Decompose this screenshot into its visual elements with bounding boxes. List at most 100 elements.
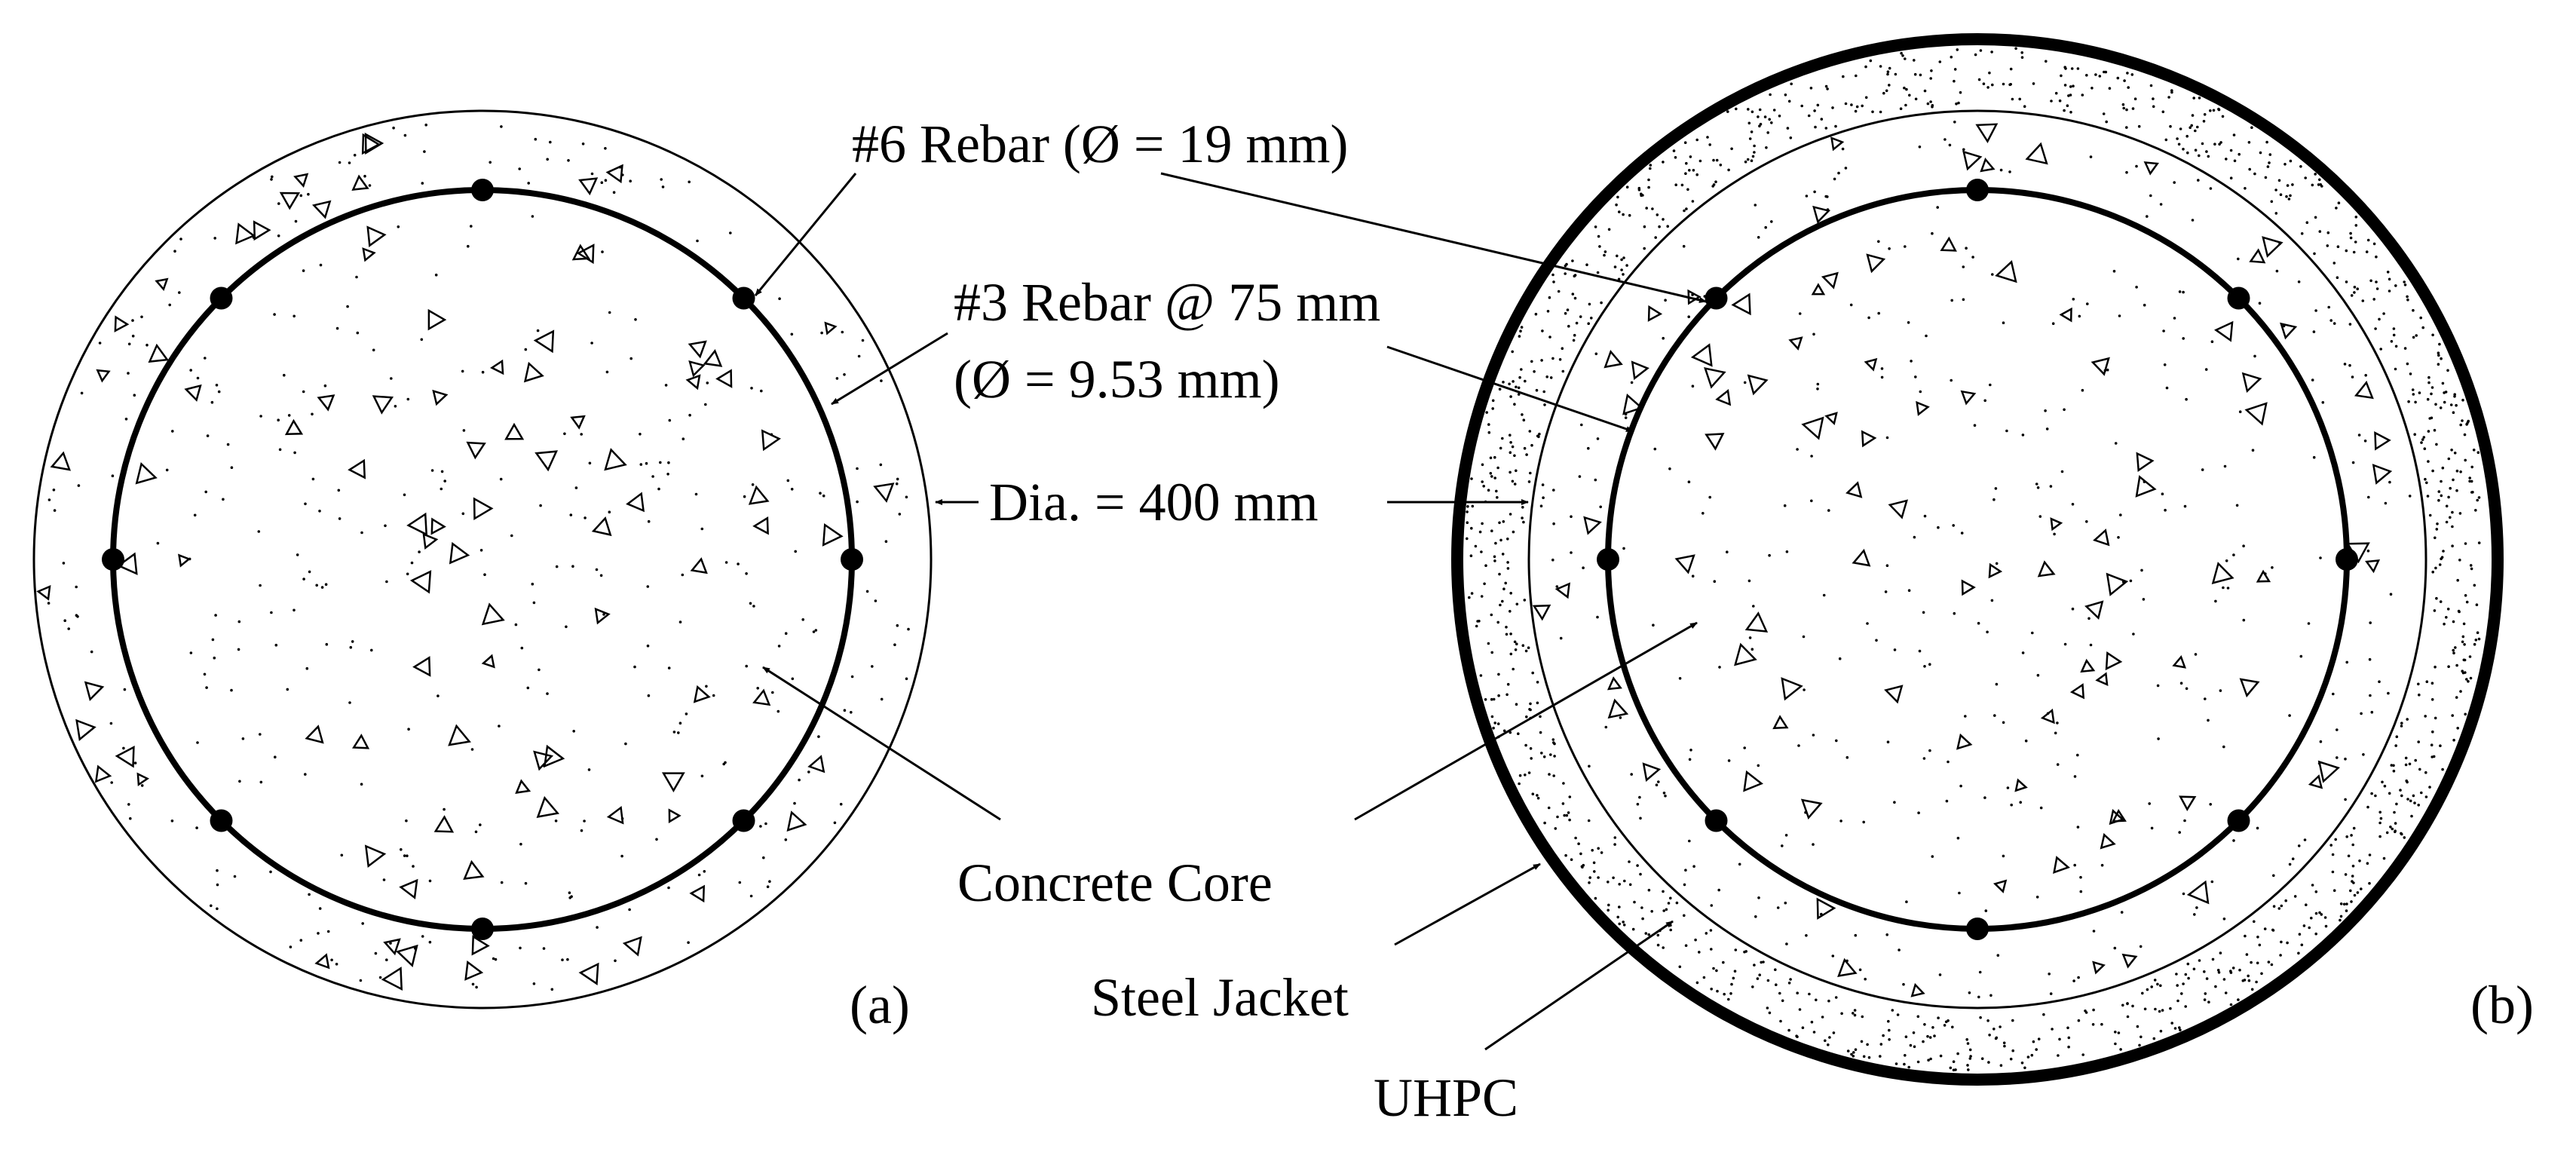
- sand-dot: [704, 403, 707, 406]
- sand-dot: [1579, 852, 1582, 856]
- sand-dot: [1904, 57, 1907, 60]
- sand-dot: [2441, 767, 2444, 771]
- sand-dot: [2461, 398, 2464, 402]
- aggregate-triangle: [348, 458, 366, 479]
- sand-dot: [2406, 298, 2409, 302]
- sand-dot: [1570, 551, 1573, 554]
- sand-dot: [791, 677, 795, 681]
- sand-dot: [1918, 146, 1922, 149]
- sand-dot: [2182, 290, 2185, 294]
- sand-dot: [2224, 991, 2228, 994]
- sand-dot: [1936, 206, 1939, 209]
- sand-dot: [2394, 284, 2397, 287]
- sand-dot: [634, 318, 637, 321]
- sand-dot: [1524, 379, 1527, 383]
- aggregate-triangle: [399, 878, 418, 899]
- sand-dot: [382, 878, 386, 881]
- longitudinal-rebar: [1705, 809, 1728, 832]
- sand-dot: [2106, 368, 2109, 372]
- sand-dot: [2463, 433, 2467, 437]
- sand-dot: [324, 583, 328, 586]
- sand-dot: [2474, 639, 2478, 642]
- sand-dot: [1979, 1016, 1982, 1019]
- sand-dot: [542, 764, 546, 767]
- sand-dot: [2350, 900, 2353, 903]
- sand-dot: [206, 434, 210, 437]
- sand-dot: [1530, 360, 1533, 363]
- sand-dot: [687, 941, 690, 944]
- aggregate-triangle: [1884, 685, 1904, 704]
- sand-dot: [1511, 445, 1515, 449]
- sand-dot: [1909, 1043, 1913, 1047]
- sand-dot: [390, 377, 393, 380]
- sand-dot: [274, 643, 278, 647]
- sand-dot: [2042, 1013, 2045, 1016]
- sand-dot: [2441, 381, 2445, 385]
- sand-dot: [1937, 525, 1940, 529]
- sand-dot: [230, 466, 234, 469]
- sand-dot: [655, 838, 658, 841]
- sand-dot: [1990, 51, 1993, 54]
- sand-dot: [1756, 977, 1760, 980]
- sand-dot: [2008, 170, 2011, 173]
- sand-dot: [1521, 644, 1525, 647]
- sand-dot: [1506, 561, 1509, 564]
- aggregate-triangle: [2280, 322, 2298, 340]
- sand-dot: [2266, 165, 2270, 168]
- aggregate-triangle: [464, 961, 484, 981]
- sand-dot: [2470, 491, 2473, 494]
- sand-dot: [1678, 677, 1682, 680]
- sand-dot: [1535, 388, 1539, 392]
- sand-dot: [1816, 382, 1820, 386]
- sand-dot: [2351, 461, 2355, 464]
- aggregate-triangle: [752, 516, 769, 535]
- sand-dot: [2382, 856, 2386, 860]
- sand-dot: [77, 484, 81, 487]
- sand-dot: [2258, 943, 2262, 947]
- sand-dot: [205, 686, 208, 689]
- sand-dot: [330, 958, 333, 962]
- aggregate-triangle: [2354, 380, 2374, 400]
- sand-dot: [2363, 440, 2367, 443]
- sand-dot: [1752, 605, 1755, 608]
- sand-dot: [724, 561, 728, 564]
- sand-dot: [621, 173, 624, 176]
- sand-dot: [1784, 834, 1788, 837]
- sand-dot: [1596, 437, 1600, 440]
- sand-dot: [1831, 106, 1834, 109]
- sand-dot: [1778, 991, 1781, 995]
- sand-dot: [1978, 970, 1982, 974]
- aggregate-triangle: [115, 745, 135, 768]
- sand-dot: [574, 486, 578, 489]
- sand-dot: [2368, 881, 2371, 885]
- sand-dot: [2202, 120, 2206, 123]
- sand-dot: [406, 397, 410, 401]
- sand-dot: [1520, 326, 1524, 329]
- sand-dot: [1886, 72, 1889, 76]
- sand-dot: [226, 443, 230, 446]
- sand-dot: [47, 602, 51, 605]
- sand-dot: [1726, 550, 1729, 553]
- sand-dot: [2268, 153, 2272, 156]
- sand-dot: [2392, 764, 2395, 767]
- sand-dot: [1517, 386, 1521, 390]
- aggregate-triangle: [1603, 350, 1623, 369]
- sand-dot: [584, 516, 587, 519]
- sand-dot: [499, 477, 503, 481]
- sand-dot: [289, 945, 293, 948]
- sand-dot: [1638, 795, 1641, 799]
- sand-dot: [2277, 907, 2281, 910]
- sand-dot: [2473, 642, 2476, 646]
- sand-dot: [2452, 478, 2455, 482]
- aggregate-triangle: [594, 607, 611, 625]
- sand-dot: [1504, 581, 1507, 585]
- sand-dot: [856, 467, 859, 470]
- sand-dot: [1674, 183, 1677, 186]
- sand-dot: [2058, 99, 2062, 103]
- sand-dot: [1852, 1012, 1855, 1015]
- sand-dot: [1562, 782, 1565, 785]
- sand-dot: [1518, 335, 1521, 338]
- sand-dot: [1908, 93, 1911, 97]
- sand-dot: [1956, 1052, 1959, 1055]
- sand-dot: [2132, 633, 2135, 636]
